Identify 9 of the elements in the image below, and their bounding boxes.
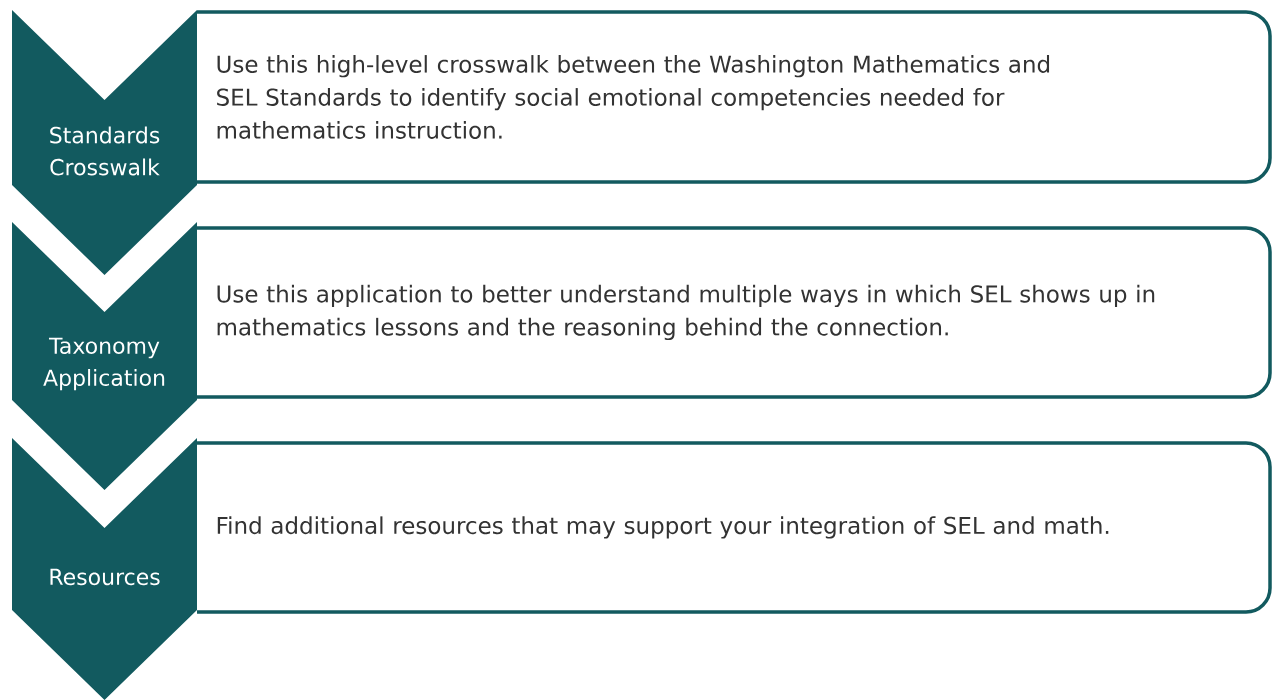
node-label: Standards Crosswalk bbox=[50, 126, 160, 176]
node-label: Resources bbox=[50, 568, 160, 586]
step-banner: Resources bbox=[12, 438, 197, 700]
text-box: Find additional resources that may support your integration of SEL and math. bbox=[197, 441, 1272, 614]
text-box: Use this high-level crosswalk between the Washington Mathematics and SEL Standards to identify social emotional competencies needed for mathematics instruction. bbox=[197, 10, 1272, 184]
text-box: Use this application to better understand multiple ways in which SEL shows up in mathematics lessons and the reasoning behind the connection. bbox=[197, 226, 1272, 399]
node-label: Taxonomy Application bbox=[43, 337, 165, 391]
step-banner: Standards Crosswalk bbox=[12, 10, 197, 275]
step-banner: Taxonomy Application bbox=[12, 222, 197, 490]
